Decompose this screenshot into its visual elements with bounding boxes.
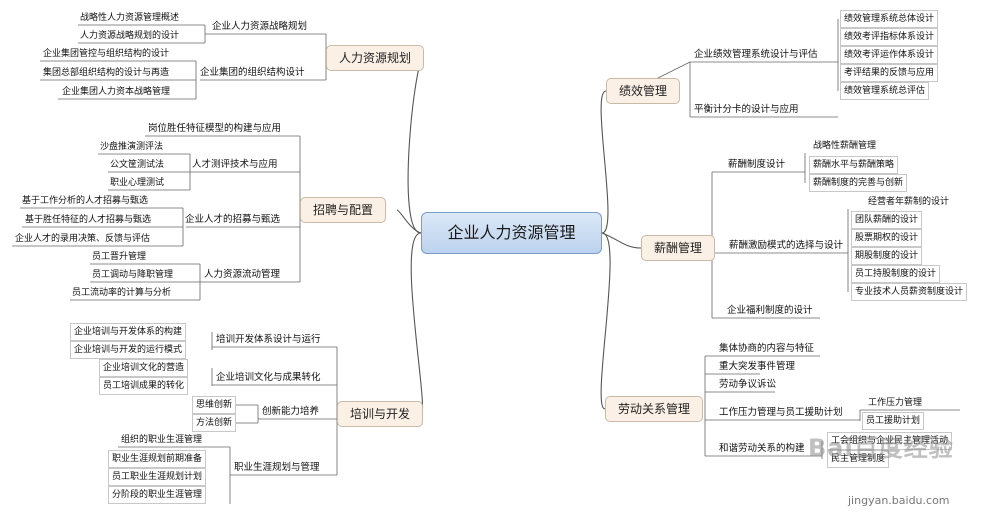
- leaf-item[interactable]: 工作压力管理: [868, 398, 923, 408]
- subtopic-performance-system[interactable]: 企业绩效管理系统设计与评估: [694, 49, 818, 60]
- leaf-item[interactable]: 集团总部组织结构的设计与再造: [43, 68, 170, 78]
- leaf-item[interactable]: 企业人才的录用决策、反馈与评估: [15, 234, 151, 244]
- subtopic-welfare[interactable]: 企业福利制度的设计: [727, 305, 813, 316]
- leaf-item[interactable]: 职业心理测试: [110, 178, 165, 188]
- leaf-item[interactable]: 方法创新: [192, 414, 237, 432]
- subtopic-hr-strategy[interactable]: 企业人力资源战略规划: [212, 21, 308, 32]
- leaf-item[interactable]: 工会组织与企业民主管理活动: [827, 432, 953, 450]
- leaf-item[interactable]: 基于工作分析的人才招募与甄选: [22, 196, 149, 206]
- subtopic-group-structure[interactable]: 企业集团的组织结构设计: [200, 67, 305, 78]
- leaf-item[interactable]: 绩效管理系统总评估: [840, 82, 930, 100]
- subtopic-harmonious-relations[interactable]: 和谐劳动关系的构建: [719, 443, 805, 454]
- topic-recruitment[interactable]: 招聘与配置: [300, 197, 387, 223]
- leaf-item[interactable]: 员工调动与降职管理: [92, 270, 174, 280]
- leaf-item[interactable]: 经营者年薪制的设计: [868, 197, 950, 207]
- subtopic-pay-system[interactable]: 薪酬制度设计: [728, 159, 786, 170]
- leaf-item[interactable]: 薪酬水平与薪酬策略: [809, 156, 899, 174]
- leaf-item[interactable]: 企业培训文化的营造: [99, 359, 189, 377]
- leaf-item[interactable]: 基于胜任特征的人才招募与甄选: [25, 215, 152, 225]
- subtopic-bsc[interactable]: 平衡计分卡的设计与应用: [694, 104, 799, 115]
- subtopic-stress-eap[interactable]: 工作压力管理与员工援助计划: [719, 407, 843, 418]
- leaf-item[interactable]: 员工援助计划: [862, 412, 925, 430]
- leaf-item[interactable]: 战略性人力资源管理概述: [80, 13, 180, 23]
- topic-labor-relations[interactable]: 劳动关系管理: [605, 396, 704, 422]
- leaf-item[interactable]: 团队薪酬的设计: [851, 211, 923, 229]
- subtopic-collective-bargaining[interactable]: 集体协商的内容与特征: [719, 343, 815, 354]
- leaf-item[interactable]: 组织的职业生涯管理: [121, 435, 203, 445]
- leaf-item[interactable]: 薪酬制度的完善与创新: [809, 174, 908, 192]
- leaf-item[interactable]: 绩效考评运作体系设计: [840, 46, 939, 64]
- baidu-jingyan-watermark-logo: Bai百度经验: [808, 434, 954, 462]
- leaf-item[interactable]: 绩效考评指标体系设计: [840, 28, 939, 46]
- leaf-item[interactable]: 企业培训与开发的运行模式: [70, 341, 187, 359]
- leaf-item[interactable]: 考评结果的反馈与应用: [840, 64, 939, 82]
- subtopic-training-system[interactable]: 培训开发体系设计与运行: [216, 334, 321, 345]
- leaf-item[interactable]: 专业技术人员薪资制度设计: [851, 283, 968, 301]
- watermark-url: jingyan.baidu.com: [848, 494, 950, 507]
- leaf-item[interactable]: 战略性薪酬管理: [813, 141, 877, 151]
- leaf-item[interactable]: 职业生涯规划前期准备: [108, 450, 207, 468]
- leaf-item[interactable]: 员工流动率的计算与分析: [72, 288, 172, 298]
- leaf-item[interactable]: 员工培训成果的转化: [99, 377, 189, 395]
- leaf-item[interactable]: 员工职业生涯规划计划: [108, 468, 207, 486]
- leaf-item[interactable]: 分阶段的职业生涯管理: [108, 486, 207, 504]
- leaf-item[interactable]: 沙盘推演测评法: [100, 142, 164, 152]
- leaf-item[interactable]: 员工持股制度的设计: [851, 265, 941, 283]
- leaf-item[interactable]: 民主管理制度: [827, 450, 890, 468]
- topic-training[interactable]: 培训与开发: [337, 401, 424, 427]
- topic-hr-planning[interactable]: 人力资源规划: [326, 45, 425, 71]
- leaf-item[interactable]: 人力资源战略规划的设计: [80, 31, 180, 41]
- subtopic-incentive[interactable]: 薪酬激励模式的选择与设计: [729, 240, 844, 251]
- subtopic-training-culture[interactable]: 企业培训文化与成果转化: [216, 372, 321, 383]
- subtopic-career[interactable]: 职业生涯规划与管理: [234, 462, 320, 473]
- leaf-item[interactable]: 员工晋升管理: [92, 252, 147, 262]
- leaf-item[interactable]: 股票期权的设计: [851, 229, 923, 247]
- subtopic-competency-model[interactable]: 岗位胜任特征模型的构建与应用: [148, 123, 282, 134]
- leaf-item[interactable]: 思维创新: [192, 396, 237, 414]
- leaf-item[interactable]: 企业集团人力资本战略管理: [62, 87, 171, 97]
- topic-compensation[interactable]: 薪酬管理: [641, 235, 716, 261]
- subtopic-emergency[interactable]: 重大突发事件管理: [719, 361, 796, 372]
- root-topic[interactable]: 企业人力资源管理: [421, 212, 602, 254]
- subtopic-labor-dispute[interactable]: 劳动争议诉讼: [719, 379, 777, 390]
- subtopic-talent-assessment[interactable]: 人才测评技术与应用: [192, 159, 278, 170]
- topic-performance[interactable]: 绩效管理: [606, 78, 681, 104]
- subtopic-innovation[interactable]: 创新能力培养: [262, 406, 320, 417]
- leaf-item[interactable]: 企业培训与开发体系的构建: [70, 323, 187, 341]
- leaf-item[interactable]: 期股制度的设计: [851, 247, 923, 265]
- leaf-item[interactable]: 绩效管理系统总体设计: [840, 10, 939, 28]
- leaf-item[interactable]: 企业集团管控与组织结构的设计: [43, 49, 170, 59]
- subtopic-talent-recruit[interactable]: 企业人才的招募与甄选: [185, 214, 281, 225]
- subtopic-hr-mobility[interactable]: 人力资源流动管理: [204, 269, 281, 280]
- leaf-item[interactable]: 公文筐测试法: [110, 160, 165, 170]
